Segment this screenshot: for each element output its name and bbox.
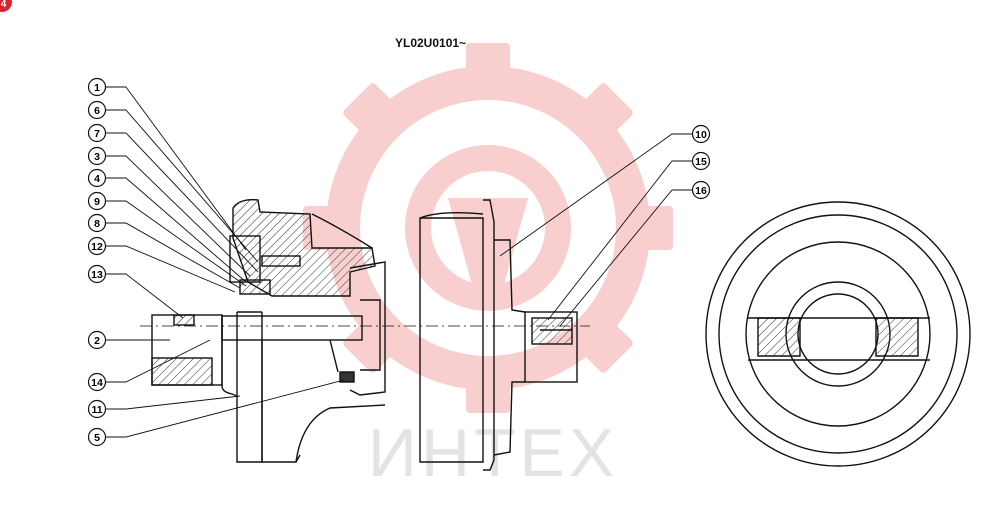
svg-text:2: 2 — [94, 335, 100, 347]
svg-text:7: 7 — [94, 128, 100, 140]
callout-16: 16 — [691, 180, 711, 200]
callout-12: 12 — [87, 236, 107, 256]
svg-text:6: 6 — [94, 105, 100, 117]
svg-text:4: 4 — [94, 173, 100, 185]
callout-6: 6 — [87, 100, 107, 120]
svg-text:1: 1 — [94, 82, 100, 94]
svg-text:8: 8 — [94, 218, 100, 230]
svg-text:3: 3 — [94, 151, 100, 163]
roller-end-view — [705, 201, 971, 467]
svg-text:16: 16 — [695, 185, 707, 197]
svg-text:12: 12 — [91, 241, 103, 253]
callout-11: 11 — [87, 399, 107, 419]
callout-5: 5 — [87, 427, 107, 447]
svg-text:14: 14 — [91, 377, 103, 389]
page-badge: 4 — [0, 0, 12, 12]
svg-text:5: 5 — [94, 432, 100, 444]
svg-text:15: 15 — [695, 156, 707, 168]
callout-4: 4 — [87, 168, 107, 188]
watermark-text: ИНТЕХ — [368, 415, 618, 491]
svg-text:10: 10 — [695, 129, 707, 141]
roller-section-view — [140, 198, 590, 471]
callout-2: 2 — [87, 330, 107, 350]
svg-text:9: 9 — [94, 196, 100, 208]
drawing-title: YL02U0101~ — [395, 36, 467, 50]
svg-text:13: 13 — [91, 269, 103, 281]
svg-text:11: 11 — [91, 404, 102, 416]
callout-9: 9 — [87, 191, 107, 211]
callout-15: 15 — [691, 151, 711, 171]
callout-1: 1 — [87, 77, 107, 97]
watermark-gear-icon — [303, 43, 673, 413]
callout-10: 10 — [691, 124, 711, 144]
leader-lines — [106, 86, 692, 438]
callout-7: 7 — [87, 123, 107, 143]
callout-8: 8 — [87, 213, 107, 233]
callout-3: 3 — [87, 146, 107, 166]
callout-14: 14 — [87, 372, 107, 392]
callout-13: 13 — [87, 264, 107, 284]
